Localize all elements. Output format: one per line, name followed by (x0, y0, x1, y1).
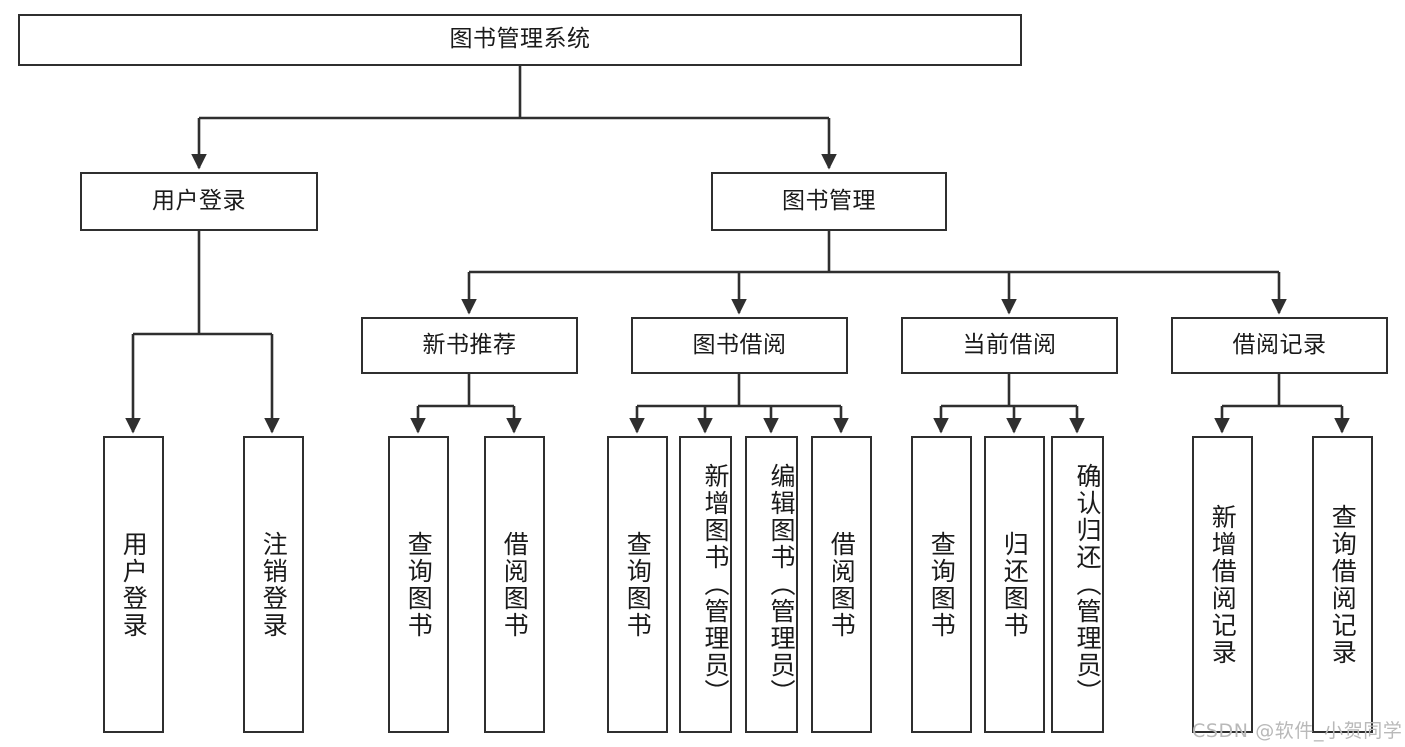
node-user-login[interactable]: 用户登录 (80, 172, 318, 231)
node-leaf-query-book-borrow[interactable]: 查询图书 (607, 436, 668, 733)
csdn-watermark: CSDN @软件_小贺同学 (1192, 720, 1403, 742)
node-leaf-user-logout[interactable]: 注销登录 (243, 436, 304, 733)
node-root-system[interactable]: 图书管理系统 (18, 14, 1022, 66)
node-leaf-query-book-cur[interactable]: 查询图书 (911, 436, 972, 733)
node-leaf-query-borrow-record[interactable]: 查询借阅记录 (1312, 436, 1373, 733)
node-leaf-confirm-return[interactable]: 确认归还（管理员） (1051, 436, 1104, 733)
node-leaf-edit-book-admin[interactable]: 编辑图书（管理员） (745, 436, 798, 733)
node-leaf-return-book[interactable]: 归还图书 (984, 436, 1045, 733)
node-book-borrow[interactable]: 图书借阅 (631, 317, 848, 374)
node-leaf-borrow-book[interactable]: 借阅图书 (811, 436, 872, 733)
node-current-borrow[interactable]: 当前借阅 (901, 317, 1118, 374)
node-leaf-add-book-admin[interactable]: 新增图书（管理员） (679, 436, 732, 733)
node-leaf-user-login[interactable]: 用户登录 (103, 436, 164, 733)
node-borrow-record[interactable]: 借阅记录 (1171, 317, 1388, 374)
node-new-book-recommend[interactable]: 新书推荐 (361, 317, 578, 374)
node-leaf-add-borrow-record[interactable]: 新增借阅记录 (1192, 436, 1253, 733)
node-leaf-borrow-book-rec[interactable]: 借阅图书 (484, 436, 545, 733)
node-leaf-query-book-rec[interactable]: 查询图书 (388, 436, 449, 733)
node-book-manage[interactable]: 图书管理 (711, 172, 947, 231)
